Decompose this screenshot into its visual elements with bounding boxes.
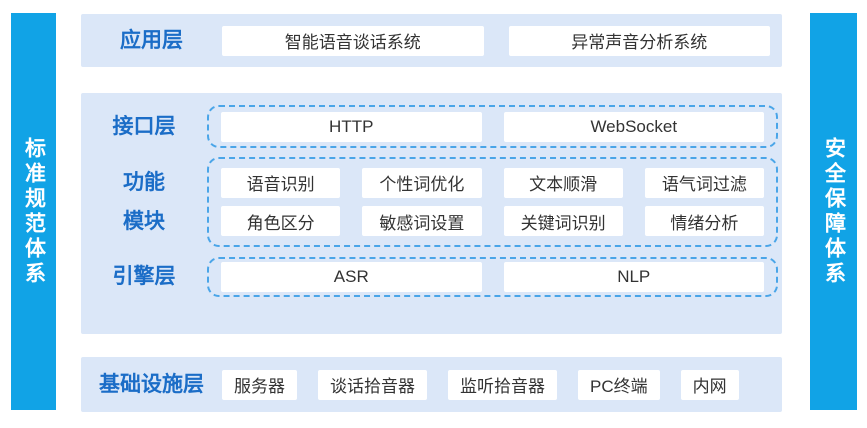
pill-asr: ASR (221, 262, 482, 292)
pill-websocket: WebSocket (503, 111, 764, 142)
interface-layer-label: 接口层 (112, 114, 176, 138)
pill-keyword-recognition: 关键词识别 (503, 206, 623, 237)
pill-http: HTTP (221, 111, 482, 142)
application-layer-label: 应用层 (120, 28, 183, 52)
infrastructure-layer-panel: 基础设施层 服务器 谈话拾音器 监听拾音器 PC终端 内网 (81, 357, 782, 412)
left-pillar: 标准规范体系 (11, 13, 56, 410)
function-module-row-2: 角色区分 敏感词设置 关键词识别 情绪分析 (221, 206, 764, 237)
function-module-label: 功能 模块 (81, 157, 207, 247)
pill-sensitive-word-setting: 敏感词设置 (362, 206, 482, 237)
interface-layer-group: HTTP WebSocket (207, 105, 778, 148)
pill-monitoring-microphone: 监听拾音器 (448, 369, 557, 400)
application-layer-pills: 智能语音谈话系统 异常声音分析系统 (222, 25, 782, 56)
right-pillar: 安全保障体系 (810, 13, 857, 410)
function-module-label-line2: 模块 (123, 209, 165, 233)
function-module-group: 语音识别 个性词优化 文本顺滑 语气词过滤 角色区分 敏感词设置 关键词识别 情… (207, 157, 778, 247)
pill-server: 服务器 (222, 369, 297, 400)
pill-abnormal-sound-analysis-system: 异常声音分析系统 (508, 25, 770, 56)
pill-smart-voice-conversation-system: 智能语音谈话系统 (222, 25, 484, 56)
right-pillar-label: 安全保障体系 (822, 136, 846, 287)
function-module-row-1: 语音识别 个性词优化 文本顺滑 语气词过滤 (221, 167, 764, 198)
engine-layer-group: ASR NLP (207, 257, 778, 297)
pill-filler-word-filtering: 语气词过滤 (644, 167, 764, 198)
left-pillar-label: 标准规范体系 (22, 136, 46, 287)
infrastructure-layer-pills: 服务器 谈话拾音器 监听拾音器 PC终端 内网 (222, 369, 739, 400)
pill-emotion-analysis: 情绪分析 (644, 206, 764, 237)
pill-conversation-microphone: 谈话拾音器 (318, 369, 427, 400)
engine-layer-label: 引擎层 (112, 265, 176, 289)
function-module-label-line1: 功能 (123, 171, 165, 195)
pill-intranet: 内网 (680, 369, 739, 400)
middle-layers-panel: 接口层 HTTP WebSocket 功能 模块 语音识别 个性词优化 文本顺滑… (81, 93, 782, 334)
pill-text-smoothing: 文本顺滑 (503, 167, 623, 198)
pill-speech-recognition: 语音识别 (221, 167, 341, 198)
infrastructure-layer-label: 基础设施层 (99, 372, 204, 396)
application-layer-panel: 应用层 智能语音谈话系统 异常声音分析系统 (81, 14, 782, 67)
pill-personalized-word-optimization: 个性词优化 (362, 167, 482, 198)
pill-nlp: NLP (503, 262, 764, 292)
pill-speaker-separation: 角色区分 (221, 206, 341, 237)
pill-pc-terminal: PC终端 (578, 369, 660, 400)
